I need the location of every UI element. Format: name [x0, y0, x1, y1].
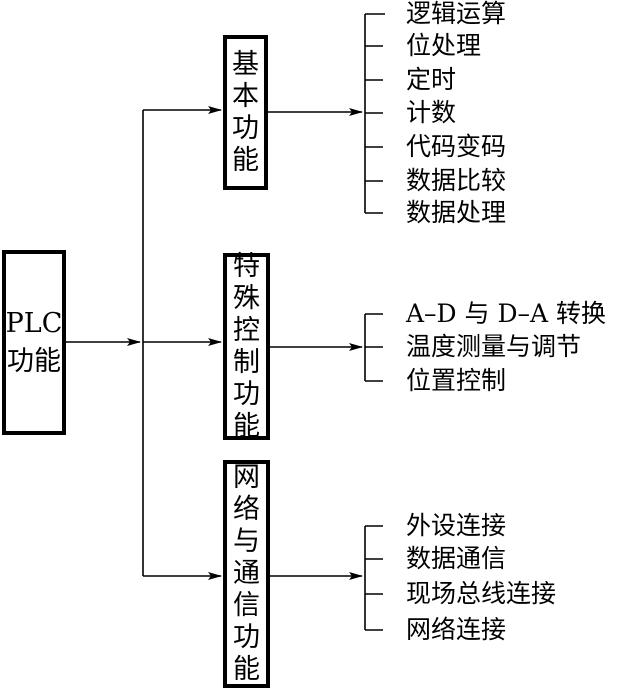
leaf-peripheral-connection: 外设连接	[406, 511, 507, 540]
leaf-logic-operation: 逻辑运算	[406, 0, 507, 28]
leaf-network-connection: 网络连接	[406, 615, 507, 644]
category-label-basic: 基本功能	[232, 48, 259, 176]
leaf-ad-da-conversion: A–D 与 D–A 转换	[406, 299, 607, 328]
leaf-data-compare: 数据比较	[406, 166, 507, 195]
category-box-special: 特殊控制功能	[223, 250, 270, 442]
leaf-fieldbus-connection: 现场总线连接	[406, 579, 557, 608]
root-box-plc: PLC 功能	[2, 250, 66, 435]
leaf-counting: 计数	[406, 98, 457, 127]
leaf-data-communication: 数据通信	[406, 544, 507, 573]
category-box-basic: 基本功能	[223, 35, 268, 190]
root-label-line1: PLC	[5, 307, 63, 339]
root-label-line2: 功能	[7, 345, 61, 377]
leaf-data-processing: 数据处理	[406, 198, 507, 227]
category-label-special: 特殊控制功能	[233, 250, 260, 442]
leaf-temperature-control: 温度测量与调节	[406, 332, 582, 361]
leaf-position-control: 位置控制	[406, 366, 507, 395]
leaf-code-conversion: 代码变码	[406, 132, 507, 161]
category-label-network: 网络与通信功能	[233, 462, 260, 685]
leaf-bit-processing: 位处理	[406, 31, 482, 60]
category-box-network: 网络与通信功能	[223, 460, 270, 688]
leaf-timing: 定时	[406, 65, 457, 94]
